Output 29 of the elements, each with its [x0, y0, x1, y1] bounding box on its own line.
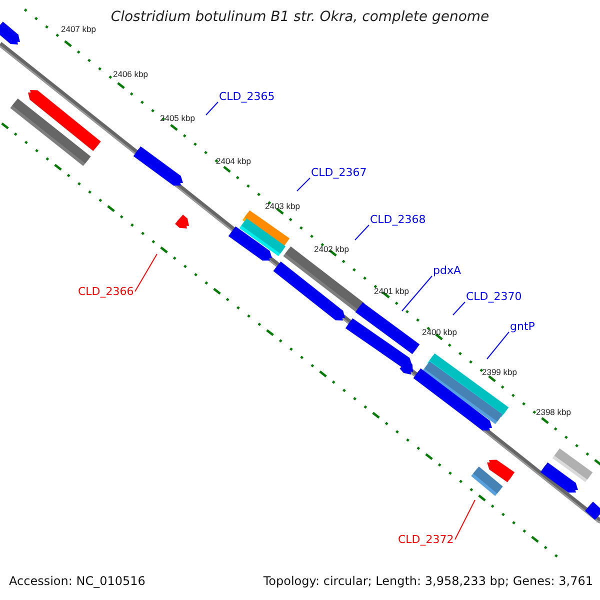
gene-label: CLD_2365 — [219, 90, 275, 104]
leader-line — [454, 500, 476, 540]
gene-label: gntP — [510, 320, 535, 334]
title: Clostridium botulinum B1 str. Okra, complete genome — [110, 9, 490, 26]
scale-label: 2401 kbp — [374, 286, 409, 296]
leader-line — [486, 332, 510, 360]
scale-label: 2400 kbp — [422, 327, 457, 338]
leader-line — [296, 178, 310, 192]
footer-text: Accession: NC_010516 — [9, 574, 146, 588]
scale-label: 2402 kbp — [314, 244, 349, 254]
scale-label: 2407 kbp — [61, 24, 96, 34]
leader-line — [402, 276, 432, 312]
leader-line — [134, 254, 158, 292]
scale-label: 2403 kbp — [265, 201, 300, 212]
scale-label: 2399 kbp — [482, 367, 517, 378]
leader-line — [354, 224, 370, 240]
scale-label: 2405 kbp — [160, 113, 195, 124]
gene-label: CLD_2368 — [370, 213, 426, 226]
leader-line — [206, 102, 218, 116]
gene-label: CLD_2367 — [311, 166, 367, 180]
footer-text: Topology: circular; Length: 3,958,233 bp; Genes: 3,761 — [263, 574, 593, 588]
scale-label: 2404 kbp — [216, 156, 251, 166]
gene-label: CLD_2370 — [466, 290, 522, 304]
gene-label: pdxA — [433, 264, 461, 278]
scale-label: 2406 kbp — [113, 69, 148, 80]
gene-label: CLD_2372 — [398, 533, 454, 546]
gene-label: CLD_2366 — [78, 285, 134, 298]
leader-line — [452, 302, 466, 316]
scale-label: 2398 kbp — [536, 407, 571, 418]
